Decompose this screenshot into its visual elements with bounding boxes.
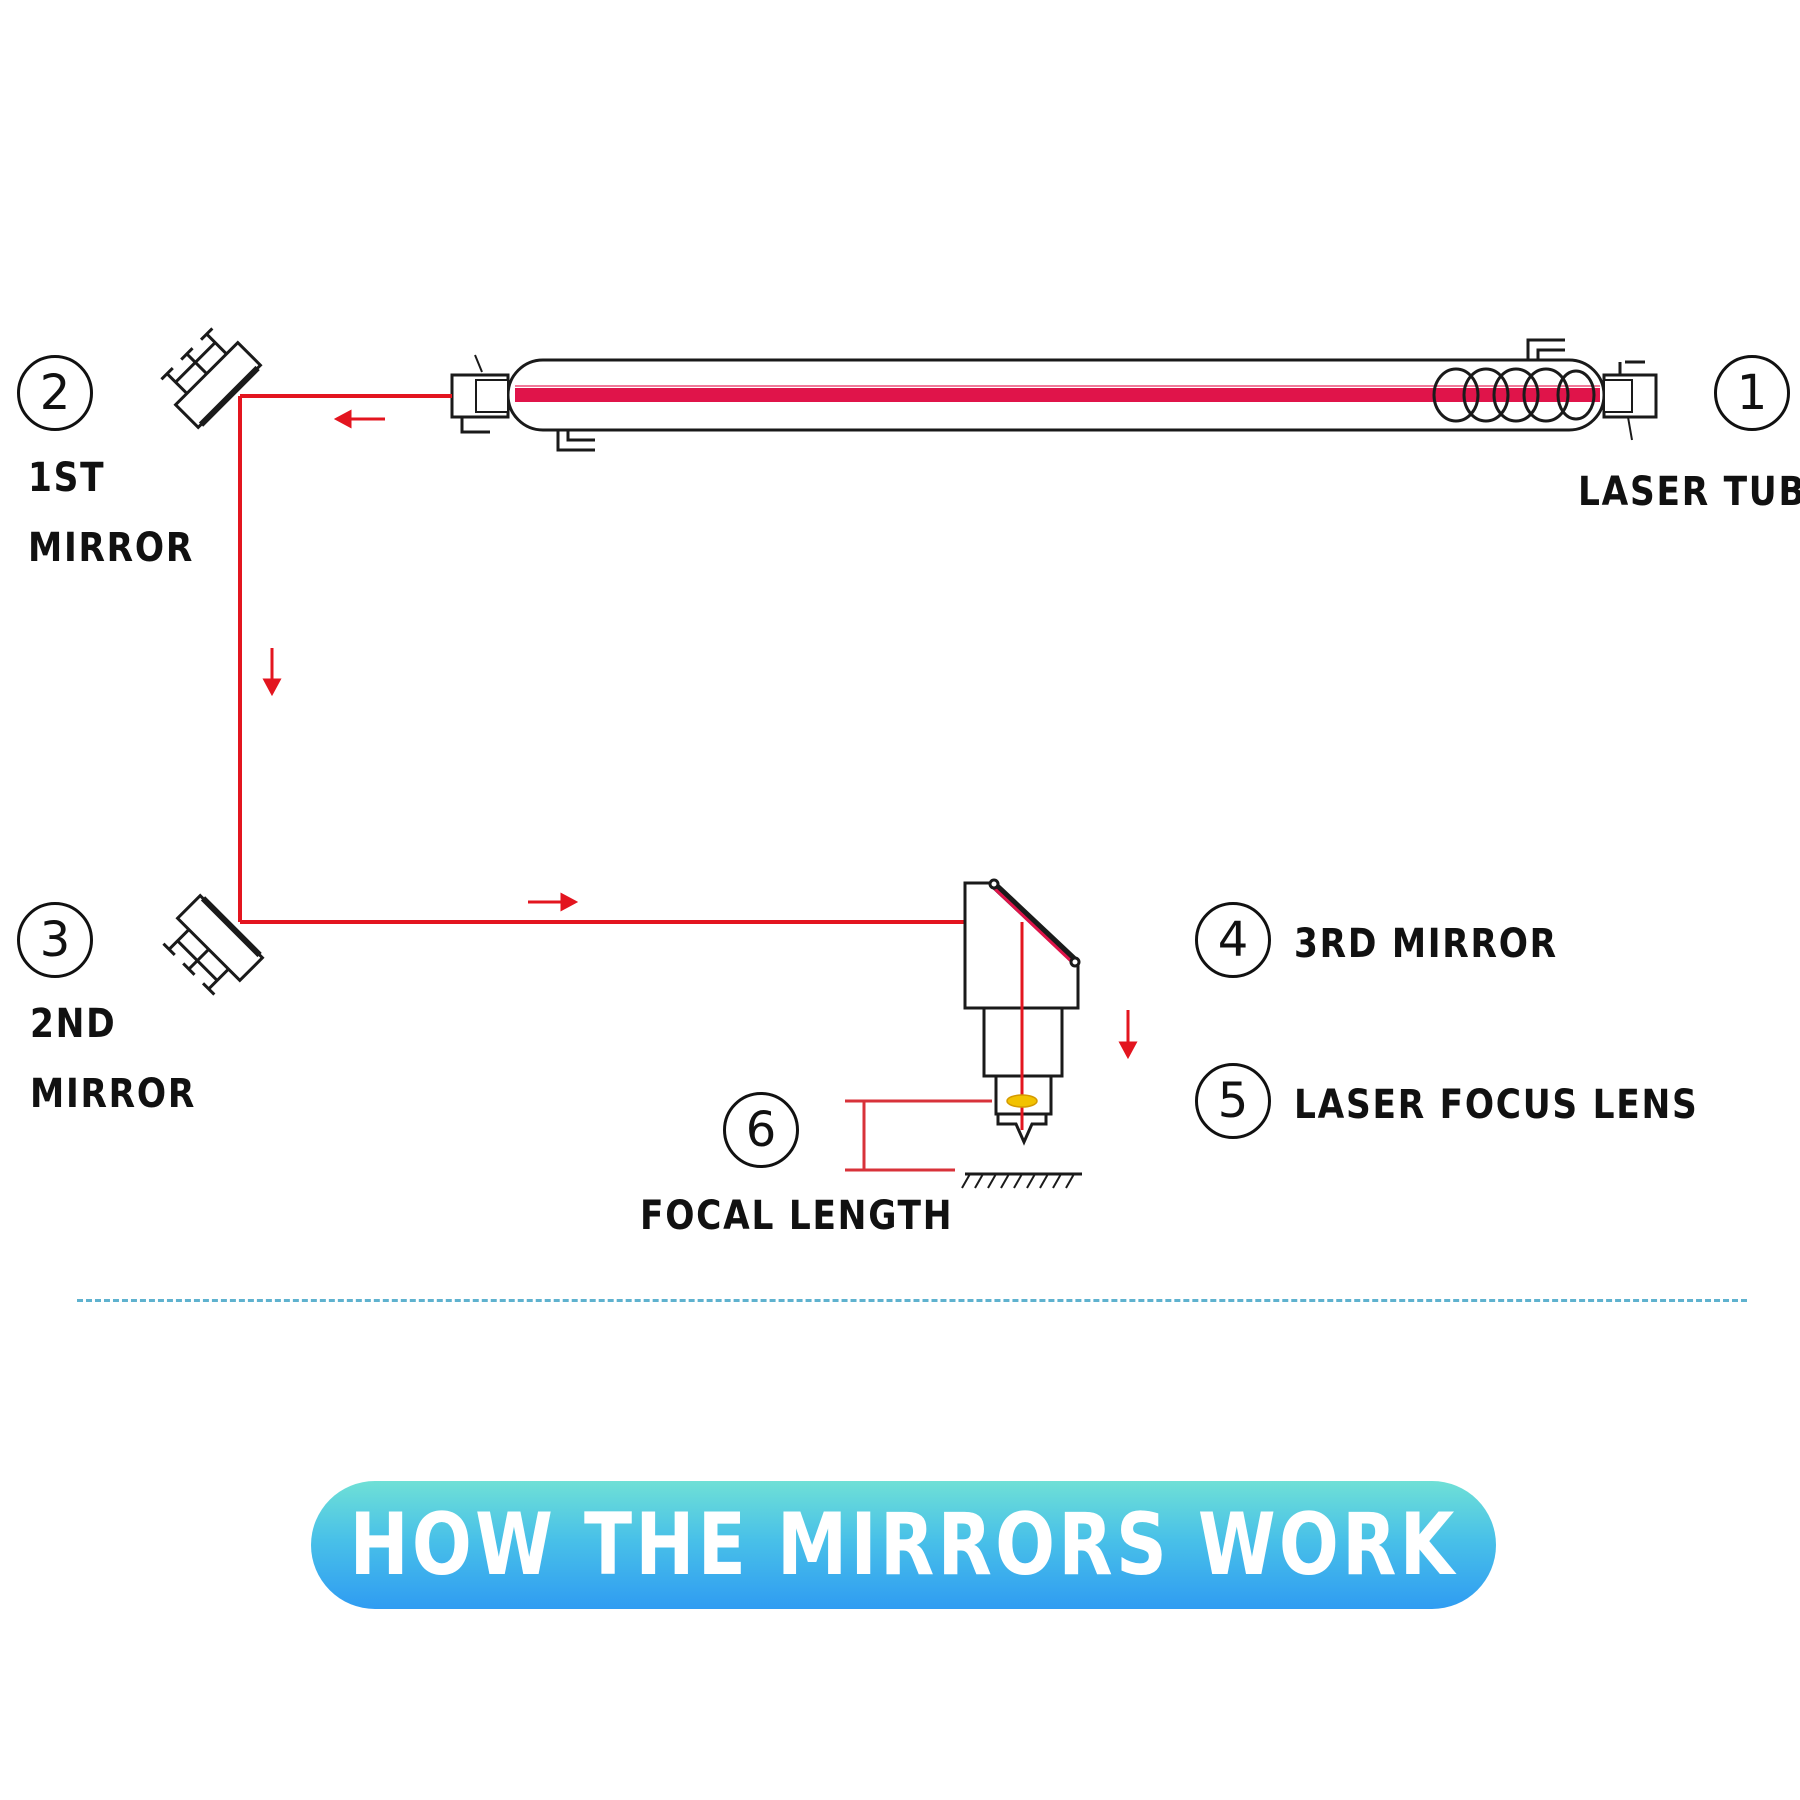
label-mirror-1: MIRROR: [28, 525, 195, 571]
label-mirror-2: MIRROR: [30, 1071, 197, 1117]
callout-number-4: 4: [1195, 902, 1271, 978]
laser-tube: [450, 338, 1658, 452]
page-title: HOW THE MIRRORS WORK: [349, 1495, 1458, 1595]
focus-lens: [1006, 1094, 1038, 1108]
callout-number-3: 3: [17, 902, 93, 978]
section-divider: [77, 1299, 1747, 1302]
label-3rd-mirror: 3RD MIRROR: [1294, 921, 1558, 967]
laser-beam: [238, 394, 1024, 1130]
second-mirror: [162, 893, 265, 996]
tube-coil: [1432, 367, 1596, 423]
label-laser-tube: LASER TUBE: [1578, 469, 1800, 515]
focal-length-marker: [845, 1099, 992, 1172]
label-laser-focus-lens: LASER FOCUS LENS: [1294, 1082, 1699, 1128]
callout-number-2: 2: [17, 355, 93, 431]
callout-number-1: 1: [1714, 355, 1790, 431]
callout-number-5: 5: [1195, 1063, 1271, 1139]
label-2nd: 2ND: [30, 1001, 117, 1047]
callout-number-6: 6: [723, 1092, 799, 1168]
label-focal-length: FOCAL LENGTH: [640, 1193, 954, 1239]
work-surface: [961, 1172, 1082, 1189]
label-1st: 1ST: [28, 455, 106, 501]
beam-direction-arrows: [262, 409, 1138, 1060]
arrow-right: [528, 892, 579, 912]
first-mirror: [160, 327, 263, 430]
arrow-left: [333, 409, 385, 429]
arrow-down-2: [1118, 1010, 1138, 1060]
title-banner: HOW THE MIRRORS WORK: [311, 1481, 1496, 1609]
arrow-down-1: [262, 648, 282, 697]
